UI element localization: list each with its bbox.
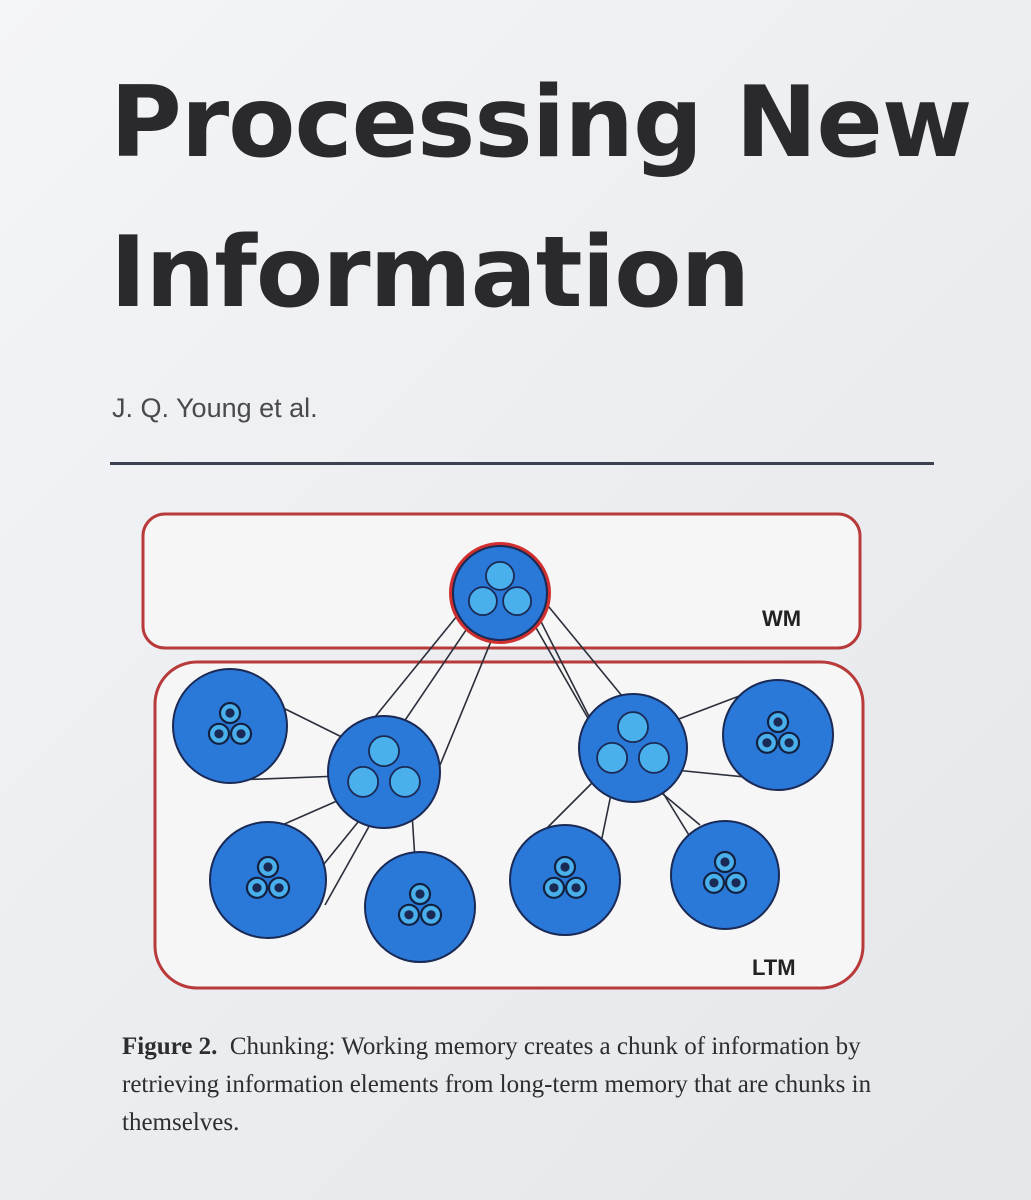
title-line-1: Processing New	[110, 66, 972, 180]
element-core	[214, 729, 224, 739]
ltm-chunk-right	[578, 693, 688, 803]
element-core	[709, 878, 719, 888]
element-core	[731, 878, 741, 888]
element-core	[225, 708, 235, 718]
ltm-leaf-chunk	[722, 679, 834, 791]
element-core	[762, 738, 772, 748]
information-element	[388, 766, 421, 798]
element-core	[784, 738, 794, 748]
figure-caption: Figure 2. Chunking: Working memory creat…	[122, 1028, 902, 1142]
caption-text: Chunking: Working memory creates a chunk…	[122, 1033, 872, 1136]
title-line-2: Information	[110, 216, 750, 330]
element-core	[404, 910, 414, 920]
information-element	[467, 586, 498, 616]
divider-rule	[110, 462, 934, 465]
element-core	[236, 729, 246, 739]
element-core	[773, 717, 783, 727]
ltm-leaf-chunk	[364, 851, 476, 963]
element-core	[263, 862, 273, 872]
information-element	[638, 742, 670, 774]
ltm-leaf-chunk	[670, 820, 780, 930]
wm-chunk	[452, 545, 548, 641]
element-core	[426, 910, 436, 920]
ltm-chunk-left	[327, 715, 441, 829]
information-element	[347, 766, 380, 798]
element-core	[274, 883, 284, 893]
wm-label: WM	[762, 606, 801, 631]
ltm-leaf-chunk	[509, 824, 621, 936]
information-element	[617, 711, 649, 743]
ltm-label: LTM	[752, 955, 796, 980]
element-core	[560, 862, 570, 872]
author-line: J. Q. Young et al.	[112, 393, 318, 423]
information-element	[596, 742, 628, 774]
element-core	[252, 883, 262, 893]
information-element	[485, 561, 515, 591]
element-core	[549, 883, 559, 893]
element-core	[720, 857, 730, 867]
element-core	[415, 889, 425, 899]
figure-label: Figure 2.	[122, 1033, 218, 1060]
page-title: Processing New Information	[110, 48, 1010, 348]
ltm-leaf-chunk	[209, 821, 327, 939]
element-core	[571, 883, 581, 893]
information-element	[368, 735, 400, 767]
chunk-nodes	[172, 542, 834, 963]
information-element	[502, 586, 532, 616]
ltm-leaf-chunk	[172, 668, 288, 784]
